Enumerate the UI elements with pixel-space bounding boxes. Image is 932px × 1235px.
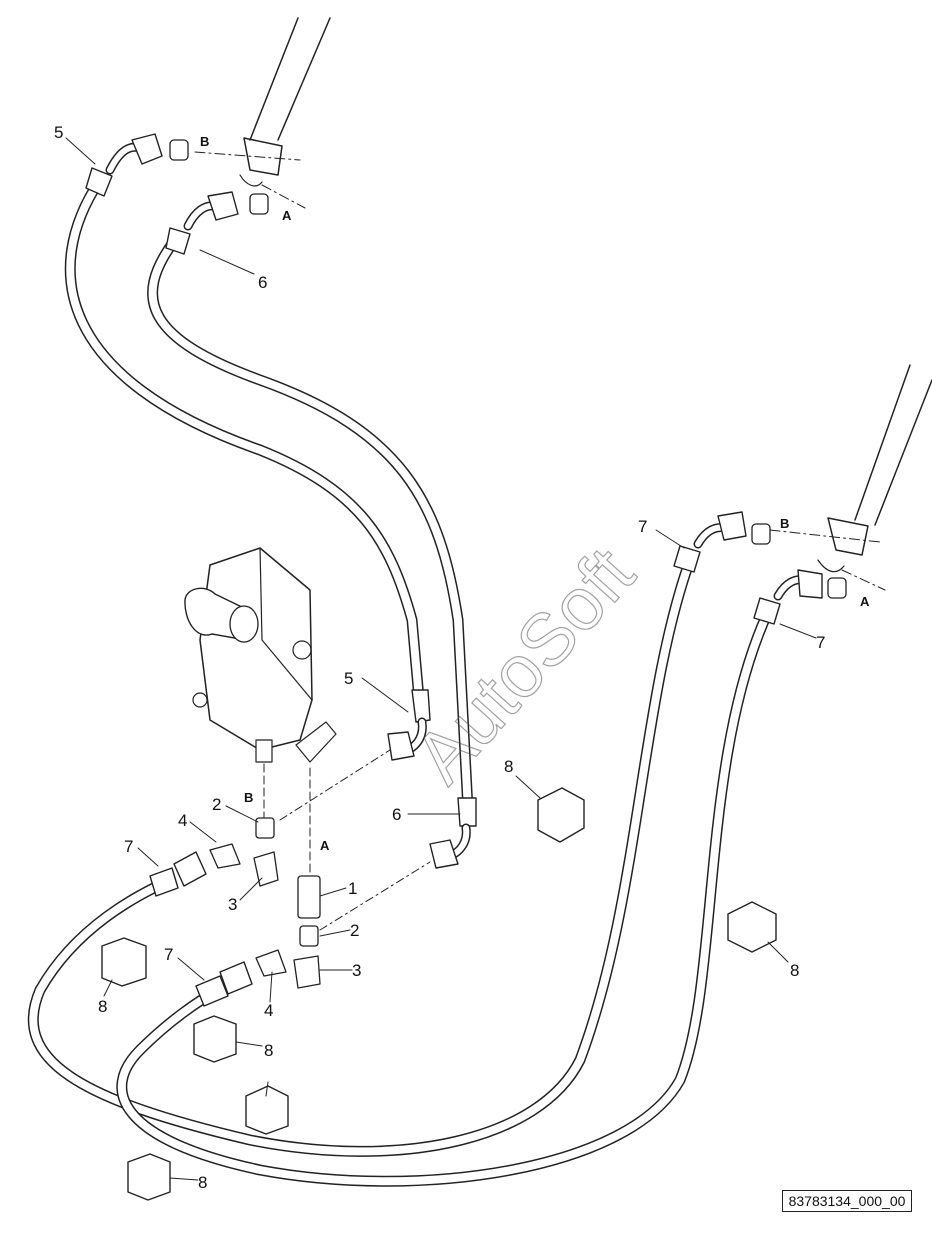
callout-8-mid-block: 8 (264, 1041, 273, 1060)
port-label-a-top: A (282, 208, 292, 223)
callout-8-right-block: 8 (504, 757, 513, 776)
callout-4-upper: 4 (178, 811, 187, 830)
adapter-fittings (209, 817, 321, 989)
callout-3-upper: 3 (228, 895, 237, 914)
callout-5-top: 5 (54, 123, 63, 142)
callout-3-lower: 3 (352, 961, 361, 980)
watermark-text: AutoSoft (398, 532, 650, 799)
hose-7-left-fittings (149, 851, 253, 1007)
callout-5-mid: 5 (344, 669, 353, 688)
port-label-b-valve: B (244, 790, 253, 805)
leader-lines (65, 137, 817, 1181)
reference-code-label: 83783134_000_00 (782, 1190, 912, 1212)
callout-7-left: 7 (124, 837, 133, 856)
callout-8-left-block: 8 (98, 997, 107, 1016)
hose-7-right-upper (27, 511, 747, 1157)
callout-8-far-right: 8 (790, 961, 799, 980)
top-port-fittings (169, 139, 847, 599)
callout-6-mid: 6 (392, 805, 401, 824)
callout-7-right-top: 7 (638, 517, 647, 536)
callout-7-right-mid: 7 (816, 633, 825, 652)
control-valve-block (184, 547, 431, 931)
hose-6 (147, 191, 477, 869)
port-label-a-right: A (860, 594, 870, 609)
callout-2-lower: 2 (350, 921, 359, 940)
callout-7-lower: 7 (164, 945, 173, 964)
hose-5 (64, 133, 431, 761)
hose-7-right-lower (116, 569, 823, 1187)
callout-8-bottom: 8 (198, 1173, 207, 1192)
callout-2-upper: 2 (212, 795, 221, 814)
port-label-b-top: B (200, 134, 209, 149)
port-label-a-valve: A (320, 838, 330, 853)
callout-6-top: 6 (258, 273, 267, 292)
callout-1: 1 (348, 879, 357, 898)
port-label-b-right: B (780, 516, 789, 531)
callout-4-lower: 4 (264, 1001, 273, 1020)
clamp-blocks (101, 787, 777, 1201)
cylinder-rod-top (194, 17, 331, 209)
cylinder-rod-right (769, 364, 932, 591)
